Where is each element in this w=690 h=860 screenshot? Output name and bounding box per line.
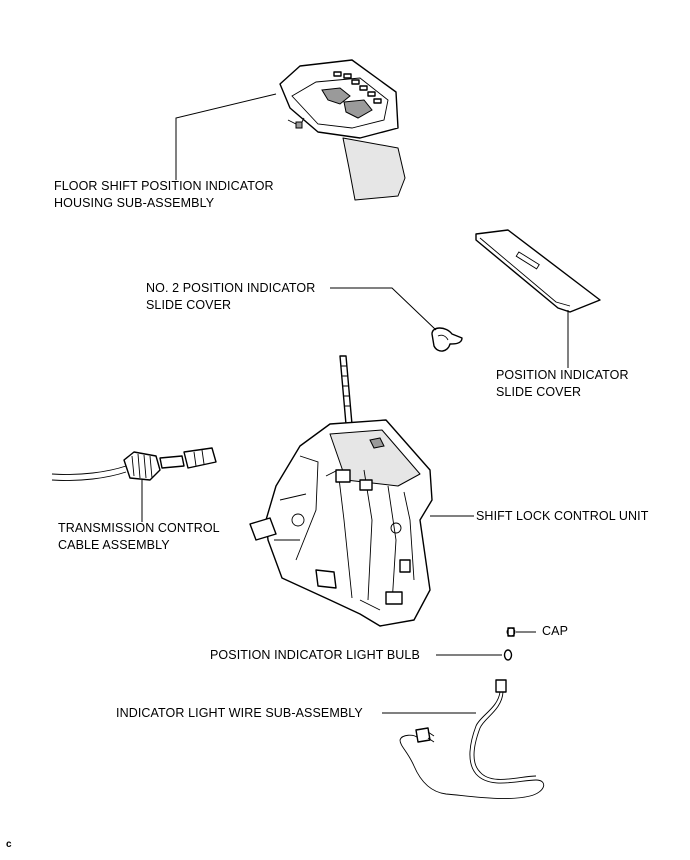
transmission-cable-label: TRANSMISSION CONTROL CABLE ASSEMBLY xyxy=(58,521,220,552)
cap-drawing xyxy=(506,627,516,637)
transmission-cable-drawing xyxy=(51,447,217,481)
corner-mark: c xyxy=(6,839,12,850)
floor-shift-leader-line xyxy=(175,93,277,180)
floor-shift-housing-drawing xyxy=(279,59,406,201)
light-bulb-label: POSITION INDICATOR LIGHT BULB xyxy=(210,648,420,662)
wire-drawing xyxy=(399,679,545,800)
cap-label: CAP xyxy=(542,624,569,638)
slide-cover-drawing xyxy=(475,229,601,313)
no2-slide-cover-drawing xyxy=(431,327,463,352)
light-bulb-drawing xyxy=(503,649,513,661)
shift-lock-unit-drawing xyxy=(249,355,433,627)
shift-lock-label: SHIFT LOCK CONTROL UNIT xyxy=(476,509,649,523)
no2-slide-cover-leader-line xyxy=(330,287,437,331)
wire-label: INDICATOR LIGHT WIRE SUB-ASSEMBLY xyxy=(116,706,363,720)
slide-cover-label: POSITION INDICATOR SLIDE COVER xyxy=(496,368,629,399)
no2-slide-cover-label: NO. 2 POSITION INDICATOR SLIDE COVER xyxy=(146,281,316,312)
floor-shift-housing-label: FLOOR SHIFT POSITION INDICATOR HOUSING S… xyxy=(54,179,274,210)
